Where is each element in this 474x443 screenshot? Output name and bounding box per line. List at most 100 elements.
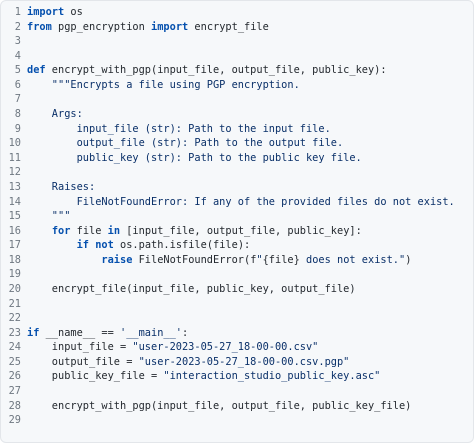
code-token: :: [182, 326, 189, 339]
line-source: """: [27, 209, 71, 224]
code-token: [27, 239, 77, 251]
code-token: pgp_encryption: [51, 20, 152, 33]
code-line: 11 public_key (str): Path to the public …: [1, 151, 473, 166]
line-number: 24: [8, 341, 21, 354]
code-line: 21: [1, 297, 473, 312]
code-line: 24 input_file = "user-2023-05-27_18-00-0…: [1, 340, 473, 355]
code-token: file: [70, 224, 108, 237]
line-number: 12: [8, 166, 21, 179]
code-token: public_key (str): Path to the public key…: [27, 151, 362, 164]
line-number: 18: [8, 253, 21, 266]
code-token: public_key_file =: [27, 370, 164, 383]
code-line: 9 input_file (str): Path to the input fi…: [1, 122, 473, 137]
code-line: 10 output_file (str): Path to the output…: [1, 136, 473, 151]
line-source: output_file = "user-2023-05-27_18-00-00.…: [27, 355, 350, 370]
code-line: 12: [1, 165, 473, 180]
code-line: 26 public_key_file = "interaction_studio…: [1, 369, 473, 384]
line-source: public_key_file = "interaction_studio_pu…: [27, 369, 381, 384]
code-line: 27: [1, 384, 473, 399]
code-token: encrypt_with_pgp(input_file, output_file…: [27, 399, 412, 412]
code-token: [input_file, output_file, public_key]:: [120, 224, 362, 237]
line-source: output_file (str): Path to the output fi…: [27, 136, 344, 151]
code-token: os.path.isfile(file):: [113, 239, 251, 252]
line-source: def encrypt_with_pgp(input_file, output_…: [27, 63, 387, 78]
code-line: 18 raise FileNotFoundError(f"{file} does…: [1, 253, 473, 268]
code-lines: 1 import os 2 from pgp_encryption import e…: [1, 5, 473, 428]
line-source: Raises:: [27, 180, 95, 195]
line-number: 1: [14, 6, 21, 18]
line-number: 25: [8, 355, 21, 368]
code-token: """: [27, 210, 71, 223]
code-token: "interaction_studio_public_key.asc": [163, 370, 381, 383]
code-line: 8 Args:: [1, 107, 473, 122]
code-token: __name__ ==: [39, 326, 120, 339]
line-number: 22: [8, 312, 21, 325]
code-line: 15 """: [1, 209, 473, 224]
line-source: Args:: [27, 107, 83, 122]
code-line: 4: [1, 49, 473, 64]
code-token: output_file (str): Path to the output fi…: [27, 137, 344, 150]
code-line: 1 import os: [1, 5, 473, 20]
line-number: 29: [8, 414, 21, 427]
code-token: for: [51, 224, 71, 237]
code-token: {file}: [262, 253, 300, 266]
code-token: raise: [101, 253, 133, 266]
line-number: 19: [8, 268, 21, 281]
line-number: 28: [8, 399, 21, 412]
line-source: from pgp_encryption import encrypt_file: [27, 20, 269, 35]
code-token: def: [27, 64, 46, 77]
code-token: import: [27, 6, 65, 18]
code-token: """Encrypts a file using PGP encryption.: [27, 78, 300, 91]
code-token: import: [151, 20, 189, 33]
code-token: '__main__': [120, 326, 182, 339]
code-line: 6 """Encrypts a file using PGP encryptio…: [1, 78, 473, 93]
code-token: encrypt_file: [188, 20, 269, 33]
code-line: 2 from pgp_encryption import encrypt_file: [1, 20, 473, 35]
code-token: input_file (str): Path to the input file…: [27, 122, 331, 135]
line-number: 4: [14, 49, 21, 62]
line-source: input_file = "user-2023-05-27_18-00-00.c…: [27, 340, 319, 355]
line-number: 9: [14, 122, 21, 135]
code-line: 13 Raises:: [1, 180, 473, 195]
code-token: FileNotFoundError(f: [132, 253, 257, 266]
line-source: for file in [input_file, output_file, pu…: [27, 224, 362, 239]
line-number: 15: [8, 210, 21, 223]
line-source: encrypt_with_pgp(input_file, output_file…: [27, 399, 412, 414]
code-line: 29: [1, 413, 473, 428]
line-number: 26: [8, 370, 21, 383]
code-token: FileNotFoundError: If any of the provide…: [27, 195, 455, 208]
line-number: 8: [14, 108, 21, 121]
line-number: 27: [8, 385, 21, 398]
line-number: 10: [8, 137, 21, 150]
code-token: [27, 225, 52, 237]
line-number: 17: [8, 239, 21, 252]
code-line: 28 encrypt_with_pgp(input_file, output_f…: [1, 399, 473, 414]
code-token: os: [64, 6, 83, 18]
code-line: 20 encrypt_file(input_file, public_key, …: [1, 282, 473, 297]
code-token: "user-2023-05-27_18-00-00.csv.pgp": [138, 355, 350, 368]
code-line: 3: [1, 34, 473, 49]
line-source: encrypt_file(input_file, public_key, out…: [27, 282, 356, 297]
line-number: 20: [8, 282, 21, 295]
code-line: 16 for file in [input_file, output_file,…: [1, 224, 473, 239]
code-line: 22: [1, 311, 473, 326]
code-line: 25 output_file = "user-2023-05-27_18-00-…: [1, 355, 473, 370]
code-token: from: [27, 20, 52, 33]
line-number: 21: [8, 297, 21, 310]
code-token: does not exist.": [299, 253, 406, 266]
code-token: Raises:: [27, 180, 96, 193]
line-number: 2: [14, 20, 21, 33]
line-number: 16: [8, 224, 21, 237]
code-token: in: [107, 224, 121, 237]
line-number: 6: [14, 78, 21, 91]
code-line: 14 FileNotFoundError: If any of the prov…: [1, 195, 473, 210]
line-number: 7: [14, 93, 21, 106]
code-token: Args:: [27, 108, 83, 121]
line-source: """Encrypts a file using PGP encryption.: [27, 78, 300, 93]
line-source: input_file (str): Path to the input file…: [27, 122, 331, 137]
code-line: 19: [1, 267, 473, 282]
code-token: if: [27, 326, 40, 339]
code-token: encrypt_file(input_file, public_key, out…: [27, 282, 356, 295]
line-source: raise FileNotFoundError(f"{file} does no…: [27, 253, 411, 268]
